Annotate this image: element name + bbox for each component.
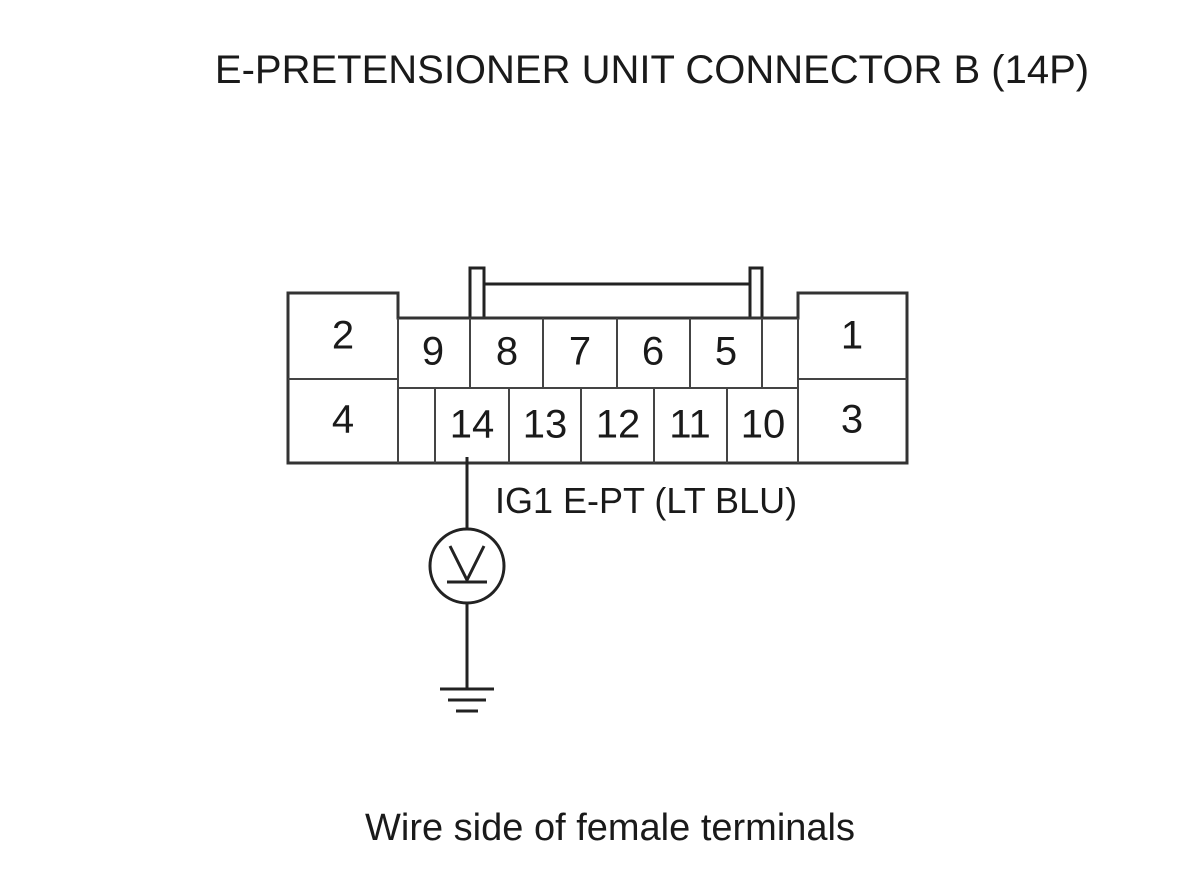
wire-label: IG1 E-PT (LT BLU) bbox=[495, 480, 797, 521]
latch-right-post bbox=[748, 266, 764, 318]
pin-14: 14 bbox=[450, 403, 495, 447]
latch-left-post bbox=[468, 266, 486, 318]
connector-body bbox=[286, 266, 909, 465]
pin-1: 1 bbox=[841, 314, 863, 358]
voltmeter-icon bbox=[428, 527, 506, 605]
pin-3: 3 bbox=[841, 398, 863, 442]
diagram-title: E-PRETENSIONER UNIT CONNECTOR B (14P) bbox=[215, 48, 1089, 92]
pin-5: 5 bbox=[715, 330, 737, 374]
pin-12: 12 bbox=[596, 403, 641, 447]
pin-2: 2 bbox=[332, 314, 354, 358]
ground-icon bbox=[440, 687, 494, 713]
pin-8: 8 bbox=[496, 330, 518, 374]
footer-caption: Wire side of female terminals bbox=[365, 807, 855, 849]
pin-9: 9 bbox=[422, 330, 444, 374]
pin-labels: 2 4 1 3 9 8 7 6 5 14 13 12 11 10 bbox=[332, 314, 863, 447]
pin-6: 6 bbox=[642, 330, 664, 374]
pin-4: 4 bbox=[332, 398, 354, 442]
pin-10: 10 bbox=[741, 403, 786, 447]
pin-11: 11 bbox=[669, 403, 711, 447]
probe-circuit: IG1 E-PT (LT BLU) bbox=[428, 457, 797, 713]
pin-13: 13 bbox=[523, 403, 568, 447]
connector-outline bbox=[286, 291, 909, 465]
pin-7: 7 bbox=[569, 330, 591, 374]
